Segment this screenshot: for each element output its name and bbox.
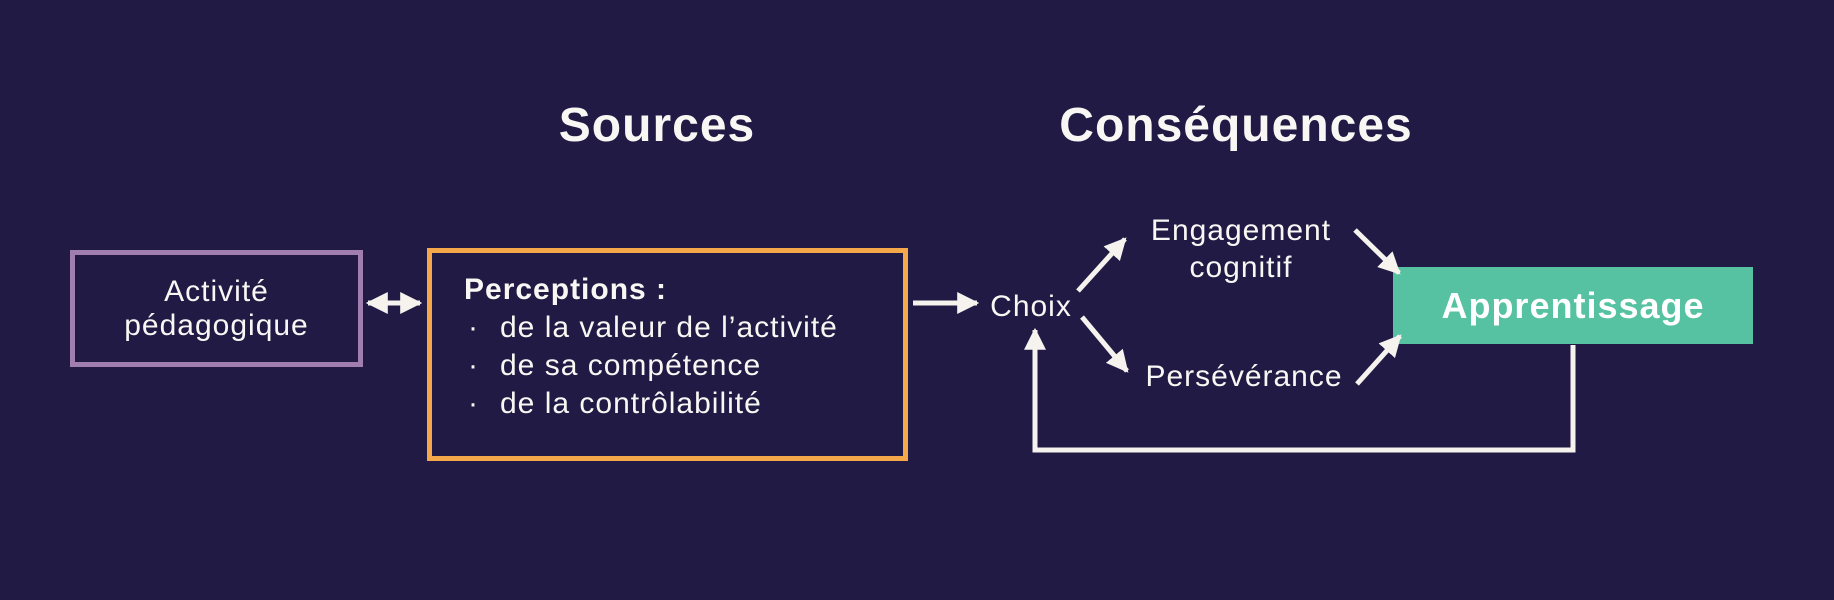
- engagement-line1: Engagement: [1150, 214, 1332, 247]
- apprentissage-label: Apprentissage: [1441, 284, 1705, 326]
- apprentissage-box: Apprentissage: [1393, 267, 1753, 344]
- perception-bullet-competence: · de sa compétence: [464, 347, 893, 385]
- activite-line2: pédagogique: [124, 308, 309, 342]
- bullet-dot-icon: ·: [468, 311, 479, 344]
- perception-bullet-valeur-label: de la valeur de l’activité: [500, 311, 838, 344]
- perception-bullet-valeur: · de la valeur de l’activité: [464, 309, 893, 347]
- perception-bullet-competence-label: de sa compétence: [500, 349, 762, 382]
- activite-line1: Activité: [164, 274, 269, 308]
- activite-pedagogique-label: Activité pédagogique: [124, 275, 309, 343]
- arrow-choix-to-engagement: [1076, 237, 1127, 293]
- sources-title: Sources: [558, 99, 756, 152]
- perseverance-label: Persévérance: [1145, 360, 1343, 393]
- bullet-dot-icon: ·: [468, 387, 479, 420]
- arrow-choix-to-perseverance: [1080, 315, 1129, 373]
- perception-bullet-controlabilite-label: de la contrôlabilité: [500, 387, 762, 420]
- perceptions-heading: Perceptions :: [464, 273, 668, 306]
- consequences-title: Conséquences: [1059, 99, 1413, 152]
- activite-pedagogique-box: Activité pédagogique: [70, 250, 363, 367]
- perceptions-box: Perceptions : · de la valeur de l’activi…: [427, 248, 908, 461]
- perception-bullet-controlabilite: · de la contrôlabilité: [464, 385, 893, 423]
- bullet-dot-icon: ·: [468, 349, 479, 382]
- choix-label: Choix: [990, 290, 1072, 323]
- engagement-cognitif-label: Engagement cognitif: [1151, 212, 1331, 286]
- engagement-line2: cognitif: [1189, 251, 1293, 284]
